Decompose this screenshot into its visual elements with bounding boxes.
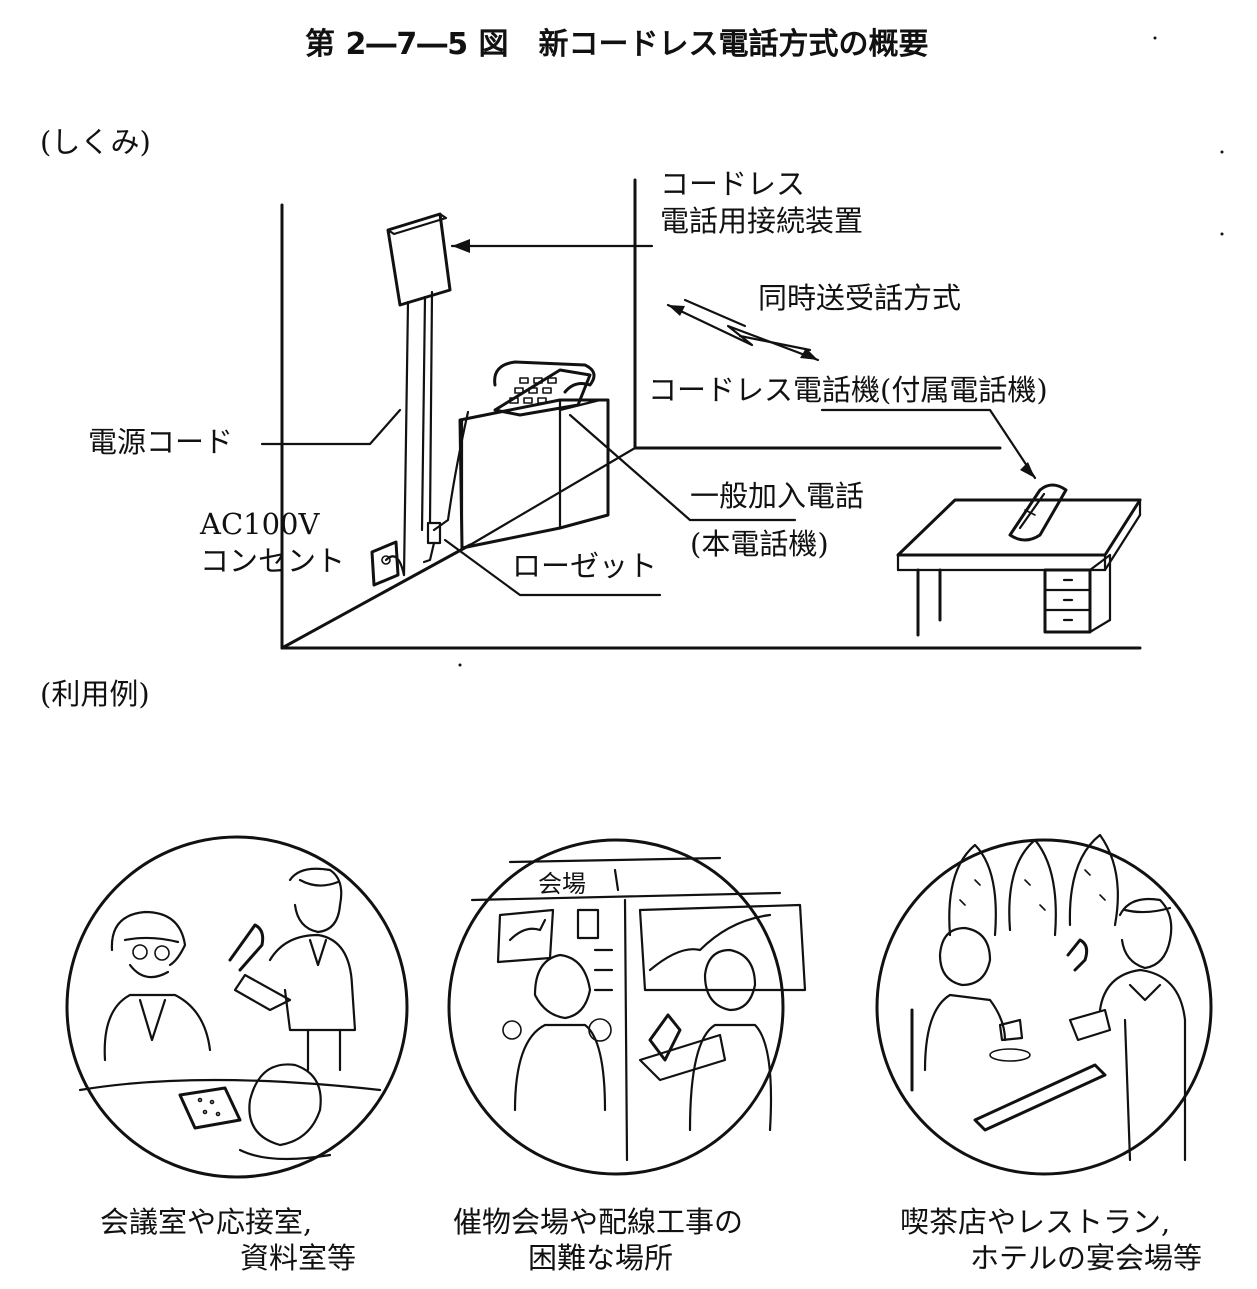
figure-title: 第 2―7―5 図 新コードレス電話方式の概要 — [305, 27, 929, 62]
label-connector-line1: コードレス — [660, 167, 806, 201]
caption-2-line1: 催物会場や配線工事の — [453, 1205, 744, 1239]
caption-2-line2: 困難な場所 — [528, 1241, 674, 1275]
connector-unit — [386, 212, 654, 577]
caption-1-line1: 会議室や応接室, — [100, 1205, 313, 1239]
rosette — [422, 521, 662, 597]
label-base-phone-line2: (本電話機) — [690, 527, 829, 561]
caption-3-line2: ホテルの宴会場等 — [970, 1241, 1203, 1275]
example-meeting-room — [65, 835, 409, 1179]
caption-1-line2: 資料室等 — [240, 1241, 357, 1275]
venue-sign: 会場 — [538, 870, 586, 898]
room-walls — [280, 178, 1142, 650]
label-cordless-phone: コードレス電話機(付属電話機) — [648, 373, 1048, 407]
label-ac100v-line2: コンセント — [200, 544, 346, 578]
desk-with-cordless-phone — [820, 408, 1142, 637]
label-connector-line2: 電話用接続装置 — [660, 204, 864, 238]
base-telephone — [432, 360, 797, 550]
example-cafe — [875, 833, 1213, 1176]
label-rosette: ローゼット — [512, 549, 658, 583]
example-event-venue: 会場 — [447, 838, 807, 1176]
label-duplex: 同時送受話方式 — [758, 281, 962, 315]
label-base-phone-line1: 一般加入電話 — [690, 479, 865, 513]
section-label-mechanism: (しくみ) — [40, 125, 151, 159]
caption-3-line1: 喫茶店やレストラン, — [900, 1205, 1171, 1239]
section-label-usage: (利用例) — [40, 677, 150, 711]
radio-wave — [666, 298, 820, 362]
label-power-cord: 電源コード — [88, 425, 234, 459]
label-ac100v-line1: AC100V — [200, 507, 320, 541]
ac-outlet — [260, 408, 406, 587]
